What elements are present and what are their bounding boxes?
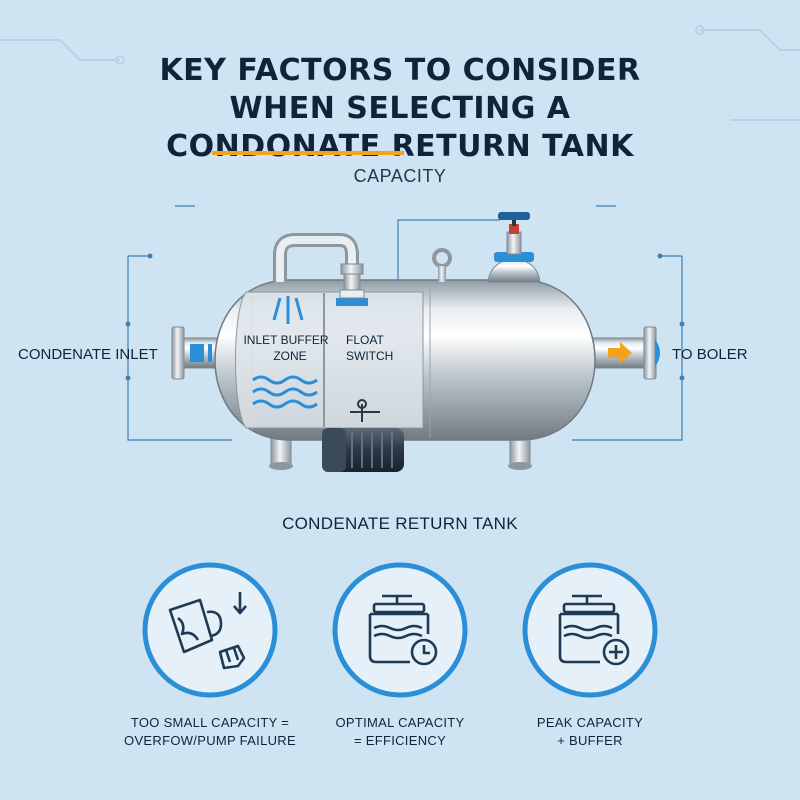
top-valve xyxy=(487,212,541,283)
outlet-nozzle xyxy=(589,326,660,380)
pump-motor xyxy=(322,428,404,472)
valve-handwheel-icon xyxy=(498,212,530,220)
page-title: KEY FACTORS TO CONSIDER WHEN SELECTING A… xyxy=(0,52,800,166)
factor-caption-line: + BUFFER xyxy=(557,733,623,748)
factor-icon-overflow xyxy=(142,562,278,698)
factor-caption-optimal: OPTIMAL CAPACITY = EFFICIENCY xyxy=(280,714,520,750)
factor-icon-optimal xyxy=(332,562,468,698)
condensate-inlet-label: CONDENATE INLET xyxy=(18,346,158,363)
float-switch-label-1: FLOAT xyxy=(346,333,384,347)
float-switch-rod xyxy=(350,399,380,422)
plus-icon xyxy=(602,638,630,666)
water-waves-icon xyxy=(252,375,318,409)
connector-dots xyxy=(125,253,685,381)
factor-caption-line: OVERFOW/PUMP FAILURE xyxy=(124,733,296,748)
title-line-3: CONDONATE RETURN TANK xyxy=(166,129,634,164)
factor-caption-line: PEAK CAPACITY xyxy=(536,715,644,730)
tank-caption: CONDENATE RETURN TANK xyxy=(282,514,518,533)
factor-caption-line: OPTIMAL CAPACITY xyxy=(335,715,465,730)
section-subtitle: CAPACITY xyxy=(353,166,447,186)
connector-lines xyxy=(127,205,683,441)
factor-caption-peak: PEAK CAPACITY + BUFFER xyxy=(470,714,710,750)
factor-caption-too-small: TOO SMALL CAPACITY = OVERFOW/PUMP FAILUR… xyxy=(90,714,330,750)
tank-cutaway xyxy=(235,291,424,429)
factor-icon-peak xyxy=(522,562,658,698)
clock-icon xyxy=(410,638,438,666)
factor-caption-line: = EFFICIENCY xyxy=(353,733,447,748)
top-inlet-pipe xyxy=(273,233,368,306)
inlet-zone-label-2: ZONE xyxy=(273,349,306,363)
tipped-container-icon xyxy=(168,598,214,654)
factor-caption-line: TOO SMALL CAPACITY = xyxy=(130,715,290,730)
background-circuit-decor xyxy=(0,25,800,121)
inlet-zone-label-1: INLET BUFFER xyxy=(243,333,328,347)
to-boiler-label: TO BOLER xyxy=(672,346,748,363)
title-underline xyxy=(212,151,404,155)
inlet-spray-icon xyxy=(272,296,304,324)
lifting-eye xyxy=(432,248,452,282)
float-switch-label-2: SWITCH xyxy=(346,349,393,363)
flow-arrow-icon xyxy=(608,342,632,364)
title-line-2: WHEN SELECTING A xyxy=(229,91,571,126)
title-line-1: KEY FACTORS TO CONSIDER xyxy=(159,53,641,88)
